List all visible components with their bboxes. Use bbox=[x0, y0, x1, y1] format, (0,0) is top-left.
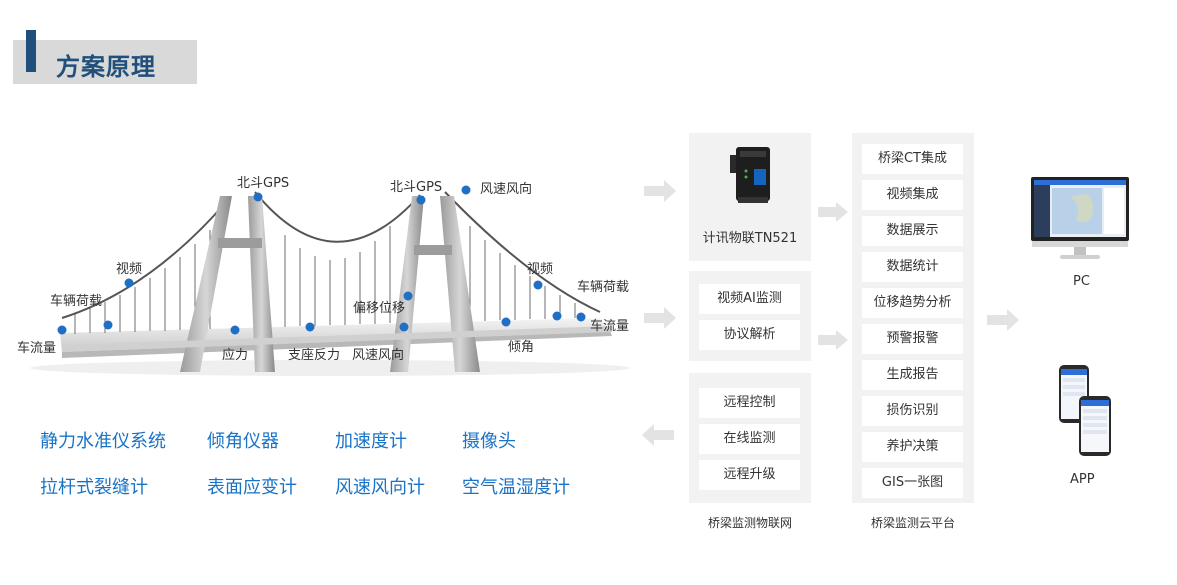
label-stress: 应力 bbox=[222, 348, 249, 363]
iot-caption: 桥梁监测物联网 bbox=[707, 516, 792, 530]
iot-function-online-monitor: 在线监测 bbox=[699, 424, 800, 454]
bridge-illustration bbox=[30, 185, 630, 376]
page-title: 方案原理 bbox=[56, 53, 156, 81]
instrument-crack-meter: 拉杆式裂缝计 bbox=[40, 477, 148, 498]
title-banner bbox=[13, 40, 197, 84]
iot-function-video-ai: 视频AI监测 bbox=[699, 284, 800, 314]
label-wind-top: 风速风向 bbox=[480, 182, 533, 197]
app-label: APP bbox=[1070, 472, 1095, 487]
instrument-hygrometer: 空气温湿度计 bbox=[462, 477, 570, 498]
cloud-item-video: 视频集成 bbox=[862, 180, 963, 210]
cloud-item-data-display: 数据展示 bbox=[862, 216, 963, 246]
iot-function-protocol: 协议解析 bbox=[699, 320, 800, 350]
arrow-right-2 bbox=[644, 307, 676, 329]
label-beidou-left: 北斗GPS bbox=[237, 176, 290, 191]
mobile-app-icon bbox=[1059, 365, 1111, 456]
instrument-strain-gauge: 表面应变计 bbox=[207, 477, 297, 498]
arrow-right-5 bbox=[987, 309, 1019, 331]
iot-device-name: 计讯物联TN521 bbox=[702, 231, 798, 246]
cloud-item-data-stats: 数据统计 bbox=[862, 252, 963, 282]
label-support: 支座反力 bbox=[288, 348, 341, 363]
pc-label: PC bbox=[1073, 274, 1090, 289]
cloud-item-displacement-trend: 位移趋势分析 bbox=[862, 288, 963, 318]
label-traffic-right: 车流量 bbox=[590, 319, 630, 334]
label-displacement: 偏移位移 bbox=[353, 301, 406, 316]
label-traffic-left: 车流量 bbox=[17, 341, 57, 356]
instrument-accelerometer: 加速度计 bbox=[335, 431, 407, 452]
instrument-tilt-meter: 倾角仪器 bbox=[207, 431, 279, 452]
title-accent-bar bbox=[26, 30, 36, 72]
pc-monitor-icon bbox=[1031, 177, 1129, 259]
iot-function-remote-control: 远程控制 bbox=[699, 388, 800, 418]
cloud-item-damage: 损伤识别 bbox=[862, 396, 963, 426]
cloud-item-bridge-ct: 桥梁CT集成 bbox=[862, 144, 963, 174]
arrow-right-3 bbox=[818, 202, 848, 222]
instrument-camera: 摄像头 bbox=[462, 431, 516, 452]
cloud-caption: 桥梁监测云平台 bbox=[870, 516, 955, 530]
instrument-static-level: 静力水准仪系统 bbox=[40, 431, 166, 452]
label-load-left: 车辆荷载 bbox=[50, 294, 103, 309]
arrow-right-1 bbox=[644, 180, 676, 202]
arrow-right-4 bbox=[818, 330, 848, 350]
label-beidou-right: 北斗GPS bbox=[390, 180, 443, 195]
cloud-item-maintenance: 养护决策 bbox=[862, 432, 963, 462]
arrow-left-1 bbox=[642, 424, 674, 446]
label-wind-deck: 风速风向 bbox=[352, 348, 405, 363]
label-tilt: 倾角 bbox=[508, 340, 535, 355]
label-video-left: 视频 bbox=[116, 262, 143, 277]
cloud-item-gis: GIS一张图 bbox=[862, 468, 963, 498]
label-video-right: 视频 bbox=[527, 262, 554, 277]
router-device-icon bbox=[730, 147, 770, 203]
label-load-right: 车辆荷载 bbox=[577, 280, 630, 295]
cloud-item-report: 生成报告 bbox=[862, 360, 963, 390]
cloud-item-alarm: 预警报警 bbox=[862, 324, 963, 354]
instrument-anemometer: 风速风向计 bbox=[335, 477, 425, 498]
iot-function-remote-upgrade: 远程升级 bbox=[699, 460, 800, 490]
